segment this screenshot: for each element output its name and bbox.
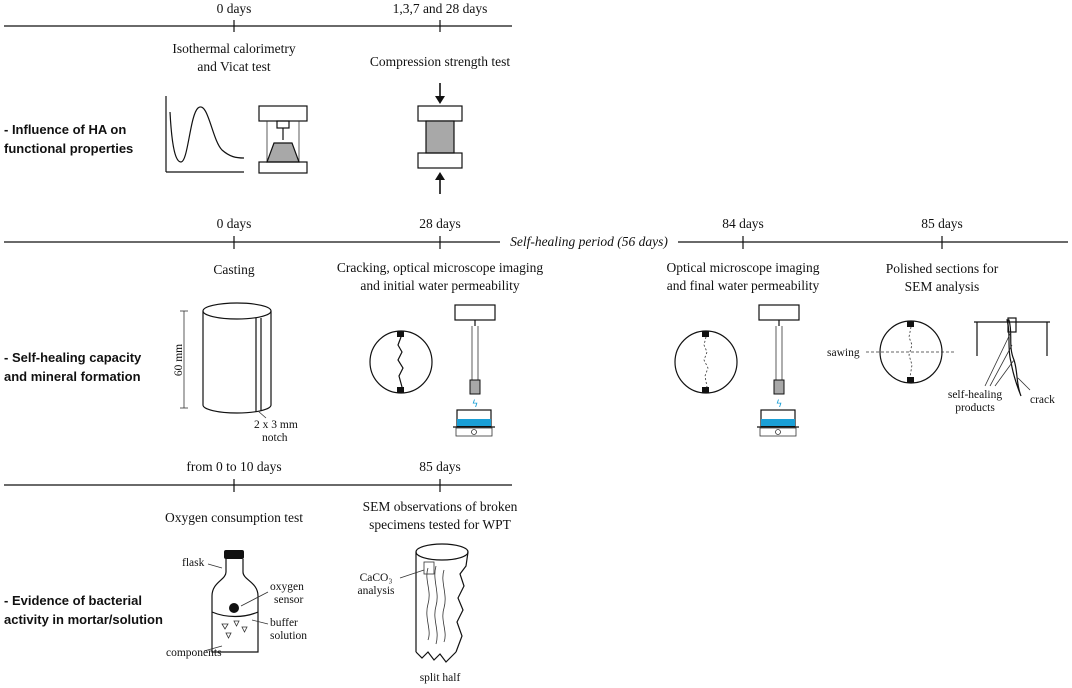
cylinder-specimen-icon — [180, 302, 272, 419]
caco3-analysis-line2: analysis — [357, 585, 395, 597]
step-compression: Compression strength test — [370, 54, 510, 69]
polished-section-crack-icon — [974, 317, 1050, 397]
split-half-specimen-icon — [399, 543, 469, 663]
step-polished-line2: SEM analysis — [905, 279, 980, 294]
self-healing-products-line2: products — [955, 402, 995, 414]
section1-label-line1: - Influence of HA on — [4, 122, 126, 137]
time-label-85-days-3: 85 days — [419, 459, 461, 474]
oxygen-sensor-line1: oxygen — [270, 581, 304, 593]
sawing-section-icon — [866, 320, 954, 384]
time-label-84-days: 84 days — [722, 216, 764, 231]
step-cracking-line2: and initial water permeability — [360, 278, 520, 293]
self-healing-period: Self-healing period (56 days) — [510, 234, 668, 249]
self-healing-products-line1: self-healing — [948, 389, 1003, 401]
step-final-line2: and final water permeability — [667, 278, 820, 293]
time-label-0-to-10: from 0 to 10 days — [186, 459, 281, 474]
dimension-height-label: 60 mm — [173, 344, 185, 376]
section2-label-line2: and mineral formation — [4, 369, 141, 384]
buffer-solution-line2: solution — [270, 630, 307, 642]
calorimetry-curve-icon — [165, 96, 245, 173]
svg-text:ϟ: ϟ — [472, 399, 479, 410]
time-label-0-days-2: 0 days — [217, 216, 252, 231]
flask-label: flask — [182, 557, 205, 569]
components-label: components — [166, 647, 222, 659]
step-calorimetry-line1: Isothermal calorimetry — [172, 41, 296, 56]
section2-label-line1: - Self-healing capacity — [4, 350, 142, 365]
cracked-section-icon — [369, 330, 433, 394]
permeability-setup-icon-initial: ϟ — [453, 304, 496, 437]
step-polished-line1: Polished sections for — [886, 261, 999, 276]
buffer-solution-line1: buffer — [270, 617, 298, 629]
step-calorimetry-line2: and Vicat test — [197, 59, 270, 74]
svg-text:ϟ: ϟ — [776, 399, 783, 410]
section1-label-line2: functional properties — [4, 141, 133, 156]
flask-icon — [203, 550, 269, 653]
sawing-label: sawing — [827, 347, 860, 359]
caco3-analysis-line1: CaCO₃ — [360, 572, 393, 584]
compression-test-icon — [417, 83, 463, 194]
section3-label-line1: - Evidence of bacterial — [4, 593, 142, 608]
oxygen-sensor-line2: sensor — [274, 594, 304, 606]
time-label-85-days: 85 days — [921, 216, 963, 231]
step-final-line1: Optical microscope imaging — [667, 260, 820, 275]
notch-label-line1: 2 x 3 mm — [254, 419, 298, 431]
step-cracking-line1: Cracking, optical microscope imaging — [337, 260, 543, 275]
time-label-0-days: 0 days — [217, 1, 252, 16]
notch-label-line2: notch — [262, 432, 288, 444]
step-oxygen: Oxygen consumption test — [165, 510, 303, 525]
section3-label-line2: activity in mortar/solution — [4, 612, 163, 627]
time-label-28-days: 28 days — [419, 216, 461, 231]
time-label-1-3-7-28: 1,3,7 and 28 days — [393, 1, 488, 16]
crack-label: crack — [1030, 394, 1055, 406]
step-sem-line1: SEM observations of broken — [363, 499, 518, 514]
permeability-setup-icon-final: ϟ — [757, 304, 800, 437]
vicat-apparatus-icon — [258, 105, 308, 174]
step-sem-line2: specimens tested for WPT — [369, 517, 512, 532]
split-half-label: split half — [420, 672, 461, 684]
healed-section-icon — [674, 330, 738, 394]
step-casting: Casting — [213, 262, 255, 277]
